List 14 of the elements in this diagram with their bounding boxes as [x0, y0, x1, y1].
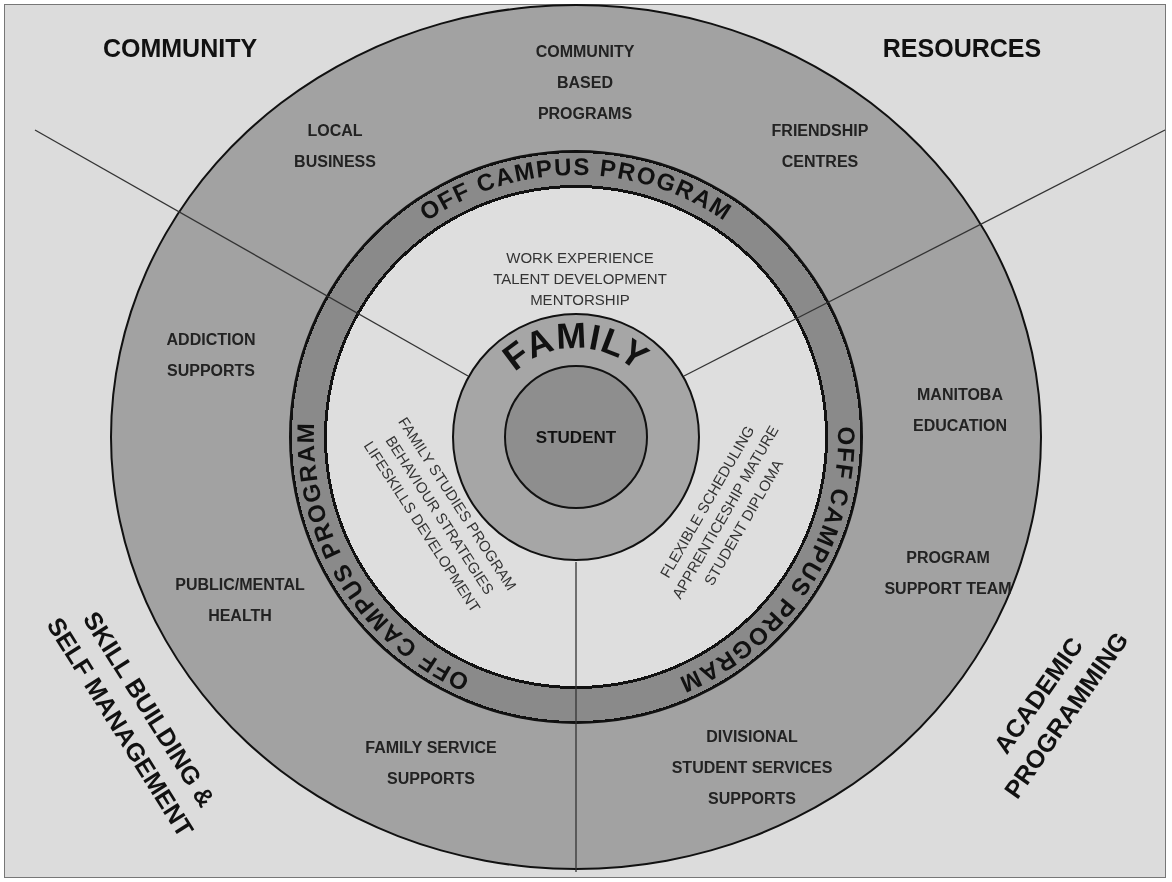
ring-label: COMMUNITY BASED PROGRAMS: [534, 41, 636, 124]
center-label: STUDENT: [534, 426, 618, 448]
ring-label: FRIENDSHIP CENTRES: [770, 121, 870, 172]
program-list: WORK EXPERIENCE TALENT DEVELOPMENT MENTORSHIP: [485, 246, 675, 310]
ring-label: DIVISIONAL STUDENT SERVICES SUPPORTS: [670, 726, 834, 809]
ring-label: LOCAL BUSINESS: [293, 121, 377, 172]
ring-label: PUBLIC/MENTAL HEALTH: [174, 575, 306, 626]
curved-label: FAMILY: [494, 314, 657, 379]
ring-label: ADDICTION SUPPORTS: [165, 330, 257, 381]
sector-heading: RESOURCES: [882, 33, 1042, 64]
sector-heading: COMMUNITY: [102, 33, 258, 64]
ring-label: FAMILY SERVICE SUPPORTS: [364, 738, 498, 789]
ring-label: MANITOBA EDUCATION: [912, 385, 1008, 436]
ring-label: PROGRAM SUPPORT TEAM: [883, 548, 1013, 599]
